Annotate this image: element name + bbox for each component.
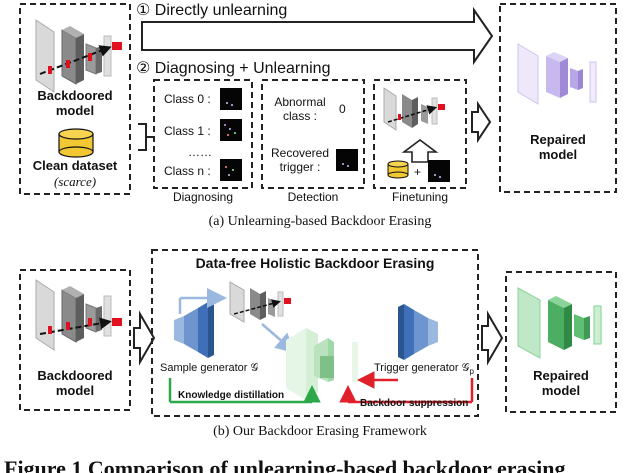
finetune-trigger-pattern [428,160,450,182]
sample-generator-label: Sample generator 𝒢 [160,362,259,374]
finetune-to-repaired-arrow [471,100,492,144]
direct-unlearning-arrow [141,6,494,66]
backdoored-model-label-top: Backdoored model [37,88,113,118]
caption-a: (a) Unlearning-based Backdoor Erasing [208,214,432,229]
abnormal-class-value: 0 [339,102,346,116]
diagnosing-label: Diagnosing [172,190,234,204]
option1-label: ① Directly unlearning [136,2,288,19]
trigger-generator-icon [398,304,438,360]
backdoored-network-icon-top [35,19,122,93]
backdoored-model-label-bottom: Backdoored model [37,368,113,398]
student-network-icon [286,328,358,400]
diagnosing-box [153,79,253,189]
input-arrow-bottom [133,310,156,366]
clean-dataset-label: Clean dataset [32,158,118,173]
detection-box [261,79,365,189]
finetune-database-icon [387,160,409,179]
finetuning-label: Finetuning [391,190,449,204]
detection-label: Detection [287,190,339,204]
teacher-network-icon [229,281,291,323]
backdoor-suppression-label: Backdoor suppression [360,398,469,409]
class-0-label: Class 0 : [164,92,211,106]
repaired-network-icon-top [517,43,597,105]
repaired-model-label-top: Repaired model [530,132,586,162]
backdoored-network-icon-bottom [35,279,122,351]
repaired-model-label-bottom: Repaired model [533,368,589,398]
output-arrow-bottom [481,310,504,366]
scarce-label: (scarce) [53,174,97,189]
knowledge-distillation-label: Knowledge distillation [178,390,285,401]
bracket-connector [138,123,153,151]
finetune-network-icon [383,87,445,131]
abnormal-class-label: Abnormal class : [274,95,326,123]
caption-b: (b) Our Backdoor Erasing Framework [213,424,427,439]
database-icon [58,128,94,158]
trigger-pattern-class-0 [220,88,242,110]
class-1-label: Class 1 : [164,124,211,138]
recovered-trigger-label: Recovered trigger : [270,146,330,174]
finetune-up-arrow [401,139,439,163]
repaired-model-box-bottom [505,271,617,413]
repaired-model-box-top [499,3,617,193]
plus-sign: + [414,165,422,179]
trigger-pattern-class-n [220,159,242,181]
backdoored-model-box-bottom [19,269,131,411]
class-ellipsis-label: …… [188,145,212,159]
repaired-network-icon-bottom [517,287,602,359]
framework-box [151,249,479,417]
trigger-pattern-class-1 [220,119,242,141]
figure-footer: Figure 1 Comparison of unlearning-based … [4,456,566,473]
class-n-label: Class n : [164,164,211,178]
trigger-generator-label: Trigger generator 𝒢p [374,362,474,377]
framework-title: Data-free Holistic Backdoor Erasing [195,255,435,271]
backdoored-model-box-top [19,3,131,195]
finetuning-box [373,79,467,189]
option2-label: ② Diagnosing + Unlearning [136,60,331,77]
sample-generator-icon [174,302,214,358]
recovered-trigger-pattern [336,149,358,171]
